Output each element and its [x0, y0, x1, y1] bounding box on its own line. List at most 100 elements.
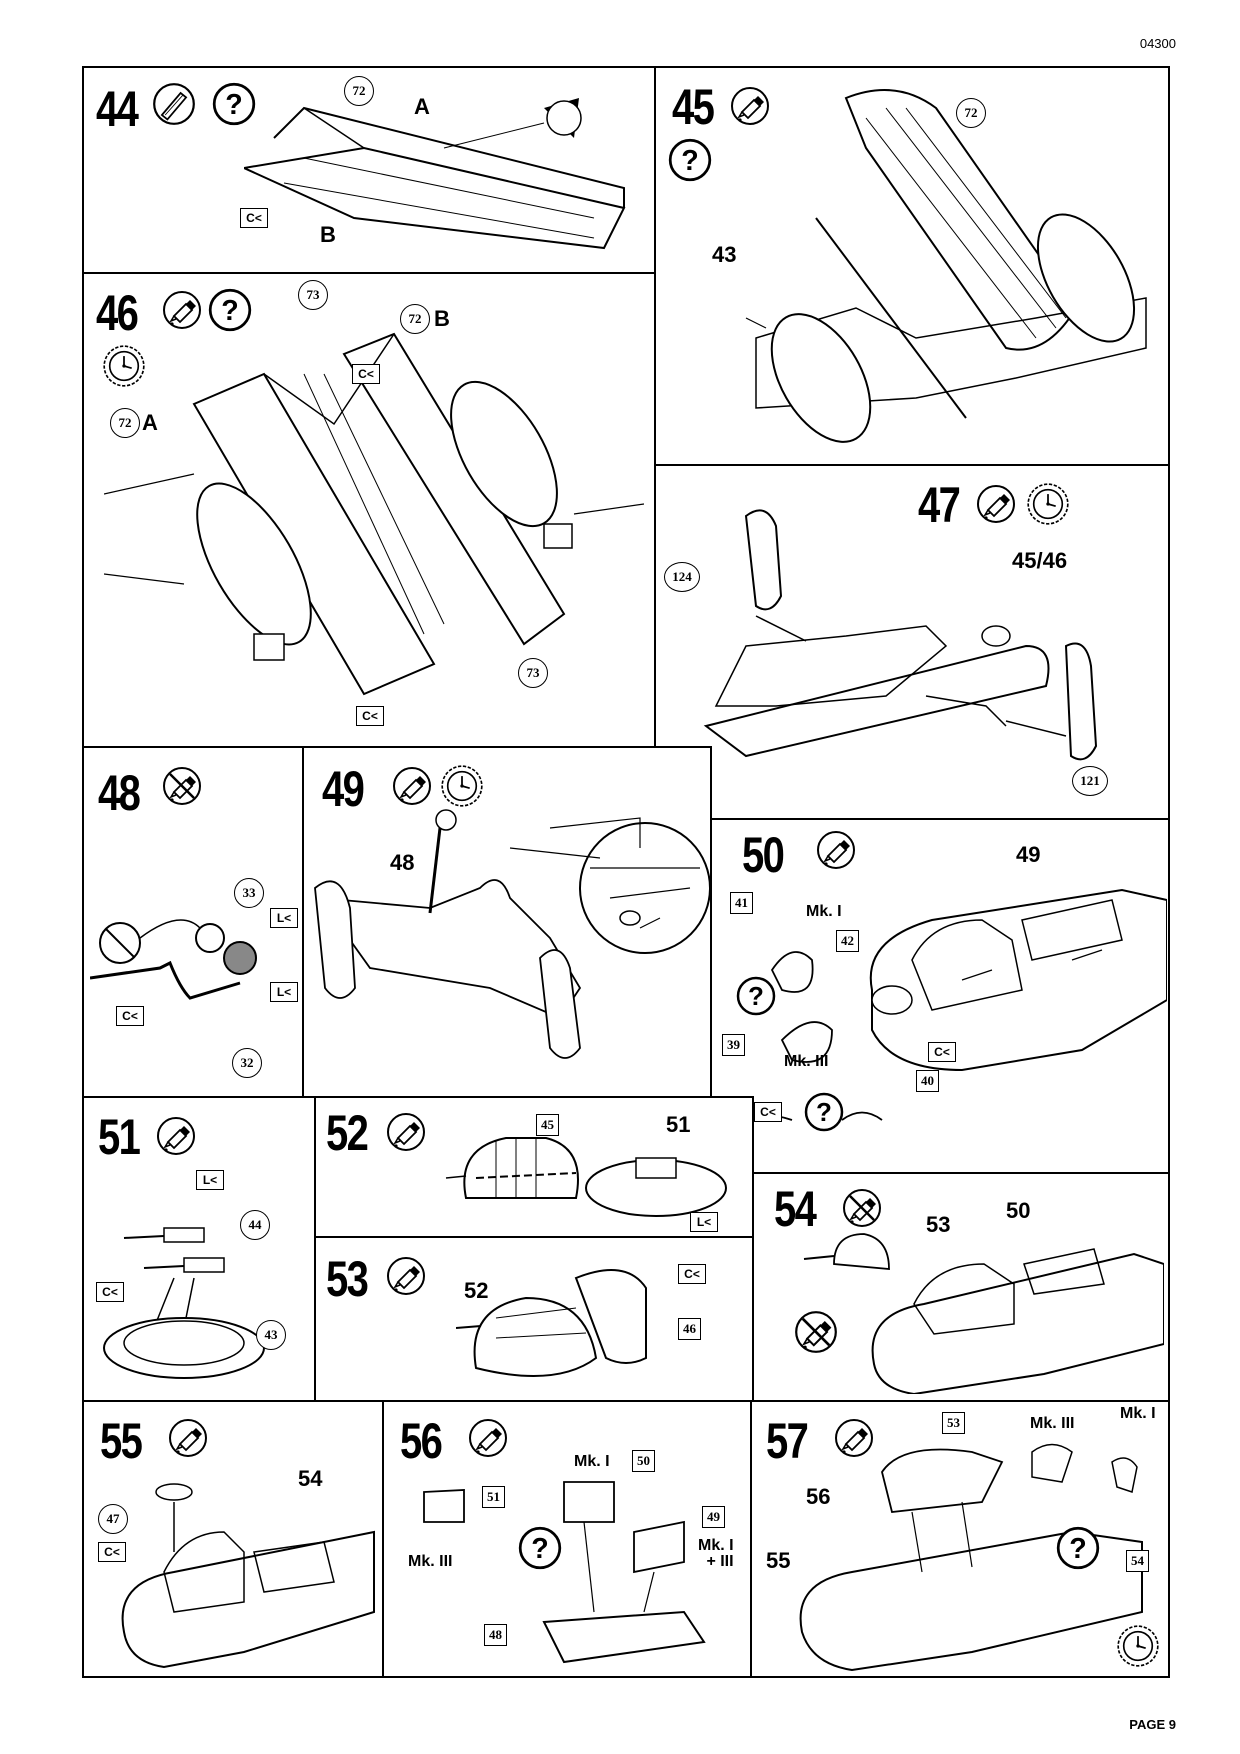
part-label-72: 72	[400, 304, 430, 334]
cut-mark-label: C<	[356, 706, 384, 726]
step-number: 44	[96, 81, 139, 137]
part-label-49: 49	[702, 1506, 725, 1528]
part-label-49: 49	[1016, 842, 1041, 867]
step-48-panel: 48 33 L< L< C< 32	[82, 746, 304, 1098]
step-55-panel: 55 54 47 C<	[82, 1400, 384, 1678]
step-number: 56	[400, 1413, 443, 1469]
part-label-72: 72	[110, 408, 140, 438]
part-label-50: 50	[632, 1450, 655, 1472]
glue-tube-icon	[386, 1112, 426, 1152]
question-mark-icon	[1056, 1526, 1100, 1570]
cut-mark-label: L<	[270, 982, 298, 1002]
no-glue-icon	[162, 766, 202, 806]
mark-three-label: Mk. III	[784, 1053, 829, 1070]
part-label-44: 44	[240, 1210, 270, 1240]
aircraft-drawing	[104, 332, 644, 696]
step-number: 55	[100, 1413, 143, 1469]
part-label-42: 42	[836, 930, 859, 952]
mark-one-label: Mk. I	[574, 1453, 610, 1470]
part-label-53: 53	[942, 1412, 965, 1434]
part-label-54: 54	[1126, 1550, 1149, 1572]
step-50-panel: 50 49 41 Mk. I 42 Mk. III 39 40 C< C<	[710, 818, 1170, 1174]
cut-mark-label: C<	[116, 1006, 144, 1026]
part-label-45-46: 45/46	[1012, 548, 1068, 573]
part-label-51: 51	[666, 1112, 691, 1137]
step-number: 45	[672, 79, 715, 135]
step-44-panel: 44 72 A B C<	[82, 66, 656, 274]
catalog-number: 04300	[1139, 36, 1176, 51]
step-46-panel: 46 73 72 B 72 A C< C< 73	[82, 272, 656, 748]
cut-mark-label: C<	[754, 1102, 782, 1122]
mark-one-label: Mk. I	[1120, 1405, 1156, 1422]
step-number: 52	[326, 1105, 369, 1161]
step-number: 53	[326, 1251, 369, 1307]
aircraft-nose-drawing	[799, 1443, 1143, 1672]
part-label-a: A	[142, 410, 158, 435]
glue-tube-icon	[156, 1116, 196, 1156]
part-label-121: 121	[1072, 766, 1108, 796]
step-57-panel: 57 53 Mk. III Mk. I 56 55 54	[750, 1400, 1170, 1678]
gun-turret-drawing	[103, 1227, 265, 1379]
step-number: 47	[918, 477, 961, 533]
cut-mark-label: C<	[678, 1264, 706, 1284]
step-number: 51	[98, 1109, 141, 1165]
part-drawing-72	[244, 98, 626, 250]
turret-canopy-drawing	[445, 1137, 727, 1217]
part-label-72: 72	[344, 76, 374, 106]
step-52-panel: 52 45 51 L<	[314, 1096, 754, 1238]
step-number: 48	[98, 765, 141, 821]
glue-tube-icon	[468, 1418, 508, 1458]
mark-one-label: Mk. I	[806, 903, 842, 920]
aerial-mast-drawing	[90, 919, 257, 1000]
aircraft-nose-drawing	[121, 1483, 375, 1669]
aircraft-nose-drawing	[803, 1233, 1164, 1394]
step-51-panel: 51 L< 44 C< 43	[82, 1096, 316, 1402]
aircraft-drawing	[745, 89, 1147, 443]
step-number: 50	[742, 827, 785, 883]
sanding-file-icon	[152, 82, 196, 126]
part-label-52: 52	[464, 1278, 489, 1303]
part-label-48: 48	[484, 1624, 507, 1646]
step-number: 46	[96, 285, 139, 341]
step-53-panel: 53 52 C< 46	[314, 1236, 754, 1402]
part-label-33: 33	[234, 878, 264, 908]
step-number: 49	[322, 761, 365, 817]
page-number: PAGE 9	[1129, 1717, 1176, 1732]
part-label-47: 47	[98, 1504, 128, 1534]
question-mark-icon	[668, 138, 712, 182]
part-label-39: 39	[722, 1034, 745, 1056]
part-label-55: 55	[766, 1548, 791, 1573]
question-mark-icon	[518, 1526, 562, 1570]
mark-three-label: Mk. III	[408, 1553, 453, 1570]
part-label-124: 124	[664, 562, 700, 592]
step-54-panel: 54 53 50	[752, 1172, 1170, 1402]
canopy-parts-drawing	[741, 951, 883, 1121]
aircraft-tail-drawing	[314, 809, 710, 1059]
part-label-40: 40	[916, 1070, 939, 1092]
question-mark-icon	[736, 976, 776, 1016]
part-label-41: 41	[730, 892, 753, 914]
part-label-32: 32	[232, 1048, 262, 1078]
part-label-46: 46	[678, 1318, 701, 1340]
cut-mark-label: L<	[196, 1170, 224, 1190]
no-glue-icon	[794, 1310, 838, 1354]
cut-mark-label: C<	[96, 1282, 124, 1302]
aircraft-nose-drawing	[869, 888, 1167, 1072]
glue-tube-icon	[386, 1256, 426, 1296]
part-label-45: 45	[536, 1114, 559, 1136]
part-label-53: 53	[926, 1212, 951, 1237]
step-49-panel: 49 48	[302, 746, 712, 1098]
part-label-72: 72	[956, 98, 986, 128]
cut-mark-label: C<	[240, 208, 268, 228]
question-mark-icon	[804, 1092, 844, 1132]
part-label-48: 48	[390, 850, 415, 875]
part-label-50: 50	[1006, 1198, 1031, 1223]
step-47-panel: 47 124 45/46 121	[654, 464, 1170, 820]
part-label-56: 56	[806, 1484, 831, 1509]
cut-mark-label: C<	[352, 364, 380, 384]
cut-mark-label: L<	[690, 1212, 718, 1232]
cut-mark-label: C<	[928, 1042, 956, 1062]
step-number: 54	[774, 1181, 817, 1237]
part-label-43: 43	[712, 242, 737, 267]
cut-mark-label: L<	[270, 908, 298, 928]
